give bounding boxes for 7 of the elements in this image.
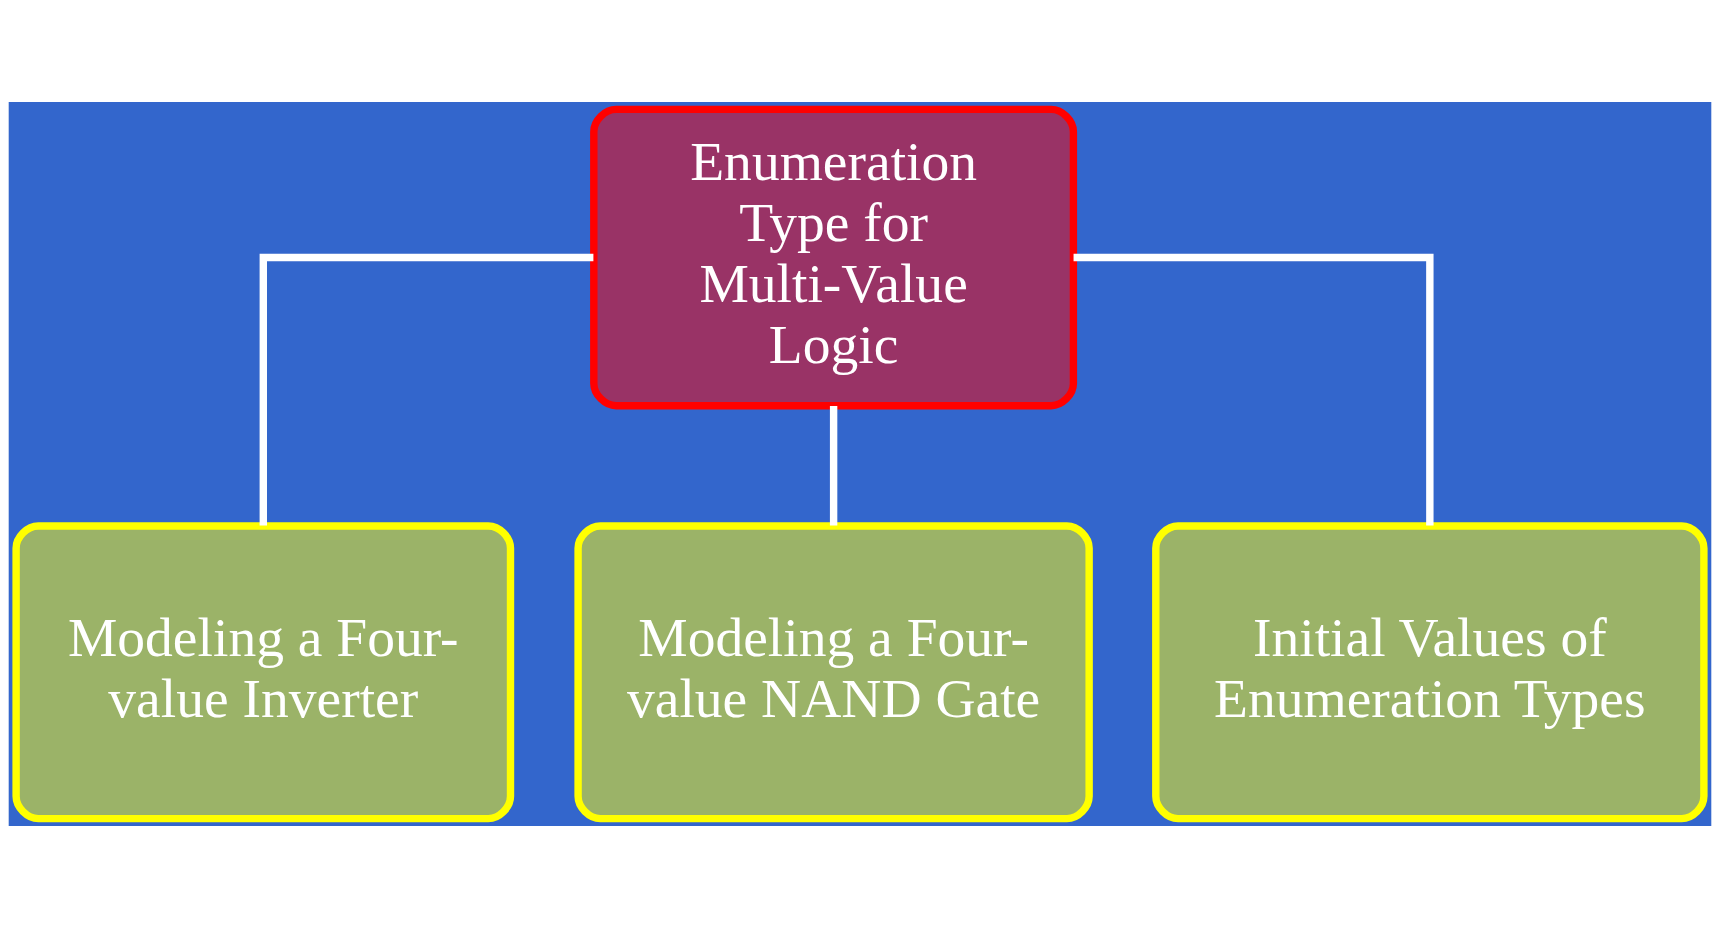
- node-box: Modeling a Four-value Inverter: [12, 522, 515, 823]
- node-box: Enumeration Type for Multi-Value Logic: [590, 105, 1078, 410]
- node-box: Modeling a Four-value NAND Gate: [574, 522, 1093, 823]
- node-box: Initial Values of Enumeration Types: [1152, 522, 1708, 823]
- connector: [1073, 253, 1434, 526]
- connector: [259, 253, 594, 526]
- connector: [829, 406, 838, 526]
